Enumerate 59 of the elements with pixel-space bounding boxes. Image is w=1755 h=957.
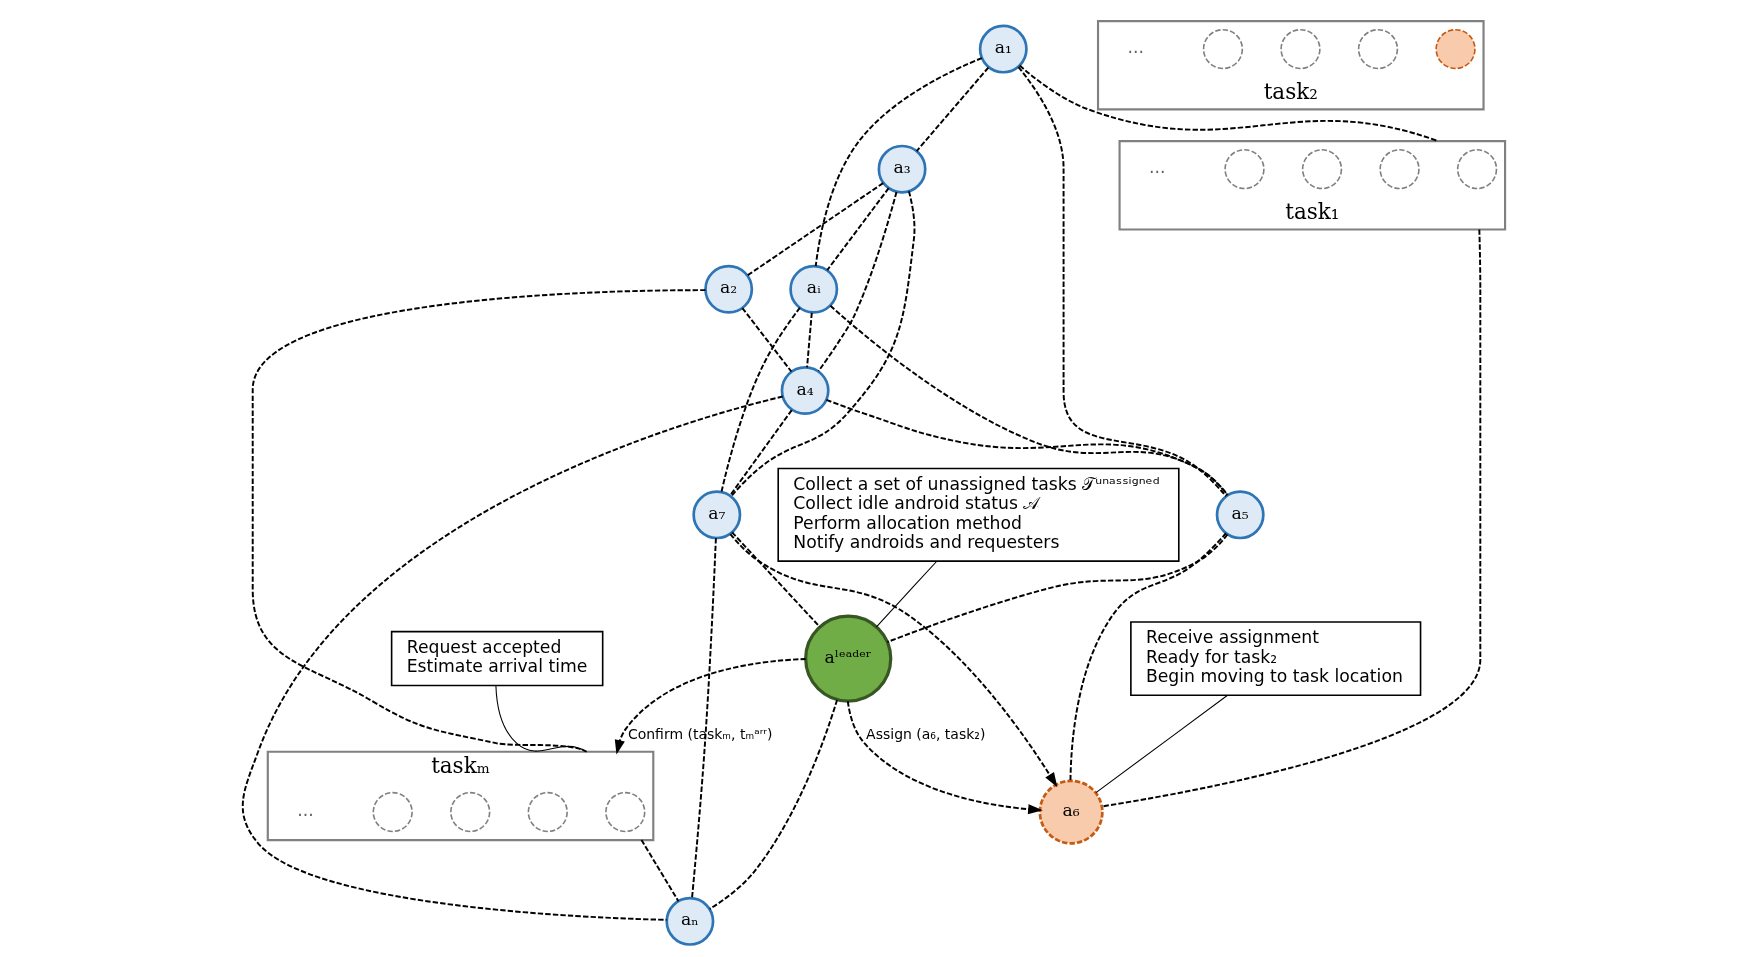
label: ... (296, 800, 314, 821)
connector (728, 409, 793, 497)
connector (1094, 695, 1228, 794)
connector (825, 187, 890, 272)
connector (690, 537, 717, 900)
node-circle: aᵢ (788, 264, 838, 314)
node-circle (1434, 28, 1476, 70)
node-circle: a₁ (978, 24, 1028, 74)
connector (875, 560, 937, 628)
node-circle (449, 791, 490, 833)
node-circle: a₂ (703, 264, 753, 314)
connector (915, 66, 989, 152)
connector (720, 306, 801, 493)
connector (885, 533, 1228, 643)
label: ... (1127, 37, 1144, 58)
node-box: Receive assignment Ready for task₂ Begin moving to task location (1129, 621, 1421, 696)
connector (828, 304, 1228, 497)
arrow (728, 533, 1057, 788)
node-circle: a₃ (877, 144, 927, 194)
arrow (846, 700, 1043, 815)
connector (1018, 64, 1439, 143)
node-circle: a₄ (780, 365, 830, 415)
connector (814, 57, 983, 268)
connector (241, 395, 784, 921)
node-box: Collect a set of unassigned tasks 𝒯ᵘⁿᵃˢˢⁱᵍⁿᵉᵈ Collect idle android status 𝒜 Perform allocation method Notify androids and requesters (776, 467, 1180, 562)
connector (817, 191, 897, 372)
connector (740, 307, 792, 373)
connector (1100, 228, 1481, 808)
edge-label: Assign (a₆, task₂) (865, 726, 985, 743)
node-circle: aˡᵉᵃᵈᵉʳ (803, 614, 892, 703)
label: ... (1148, 157, 1165, 178)
node-circle: a₇ (691, 490, 741, 540)
arrow (614, 658, 807, 755)
connector (251, 289, 706, 753)
connector (730, 531, 821, 628)
connector (824, 398, 1229, 496)
node-circle (372, 791, 413, 833)
node-circle (1279, 28, 1321, 70)
connector (805, 311, 813, 369)
node-circle: aₙ (664, 896, 714, 946)
edge-label: Confirm (taskₘ, tₘᵃʳʳ) (627, 726, 772, 743)
node-circle: a₅ (1215, 490, 1265, 540)
node-circle (1456, 149, 1497, 190)
node-box: Request accepted Estimate arrival time (390, 630, 603, 687)
node-circle (1301, 149, 1342, 190)
connector (729, 190, 915, 498)
node-circle (1357, 28, 1398, 70)
connector (1069, 532, 1227, 782)
node-circle (1223, 149, 1265, 190)
connector (640, 839, 679, 903)
node-circle (527, 791, 568, 833)
node-circle: a₆ (1038, 779, 1104, 845)
node-circle (604, 791, 645, 833)
connector (494, 685, 587, 753)
node-circle (1202, 28, 1243, 70)
node-circle (1378, 149, 1420, 190)
connector (708, 699, 838, 910)
connector (1017, 66, 1227, 498)
connector (746, 182, 884, 277)
